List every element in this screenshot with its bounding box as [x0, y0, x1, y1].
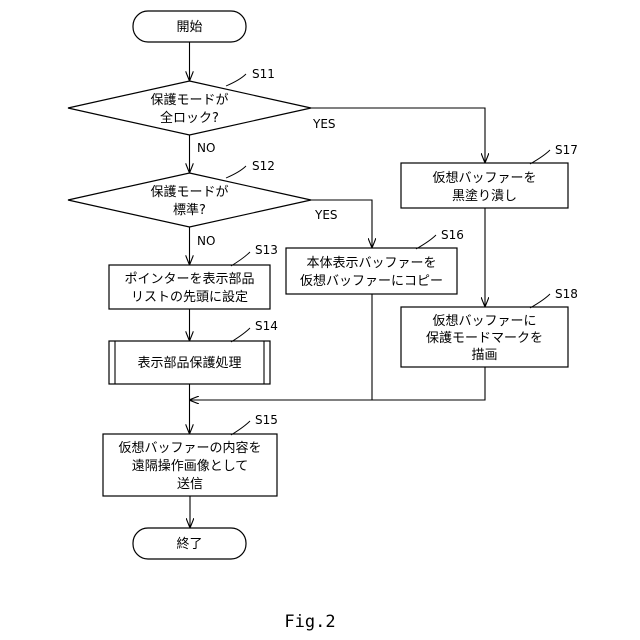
arrow-s11-yes-to-s17	[311, 108, 485, 162]
decision-s12: 保護モードが 標準?	[68, 173, 311, 227]
step-label-s18: S18	[555, 287, 578, 301]
step-label-s12: S12	[252, 159, 275, 173]
s11-no-label: NO	[197, 141, 215, 155]
s18-text-line1: 仮想バッファーに	[432, 313, 536, 329]
s17-leader-line	[530, 150, 550, 164]
decision-s11: 保護モードが 全ロック?	[68, 81, 311, 135]
s13-text-line2: リストの先頭に設定	[131, 289, 248, 305]
s16-text-line1: 本体表示バッファーを	[306, 256, 436, 271]
step-label-s16: S16	[441, 228, 464, 242]
s18-leader-line	[530, 294, 550, 308]
s14-leader-line	[231, 328, 250, 342]
s11-text-line2: 全ロック?	[160, 110, 219, 126]
s13-leader-line	[231, 252, 250, 266]
step-label-s11: S11	[252, 67, 275, 81]
s11-text-line1: 保護モードが	[150, 92, 228, 108]
process-s17: 仮想バッファーを 黒塗り潰し	[401, 163, 568, 208]
end-label: 終了	[176, 536, 202, 552]
s17-text-line1: 仮想バッファーを	[432, 170, 536, 186]
step-label-s15: S15	[255, 413, 278, 427]
start-terminal: 開始	[133, 11, 246, 42]
step-label-s17: S17	[555, 143, 578, 157]
start-label: 開始	[176, 20, 202, 35]
process-s13: ポインターを表示部品 リストの先頭に設定	[109, 265, 270, 309]
s11-yes-label: YES	[312, 117, 336, 131]
s15-text-line3: 送信	[177, 477, 203, 492]
process-s18: 仮想バッファーに 保護モードマークを 描画	[401, 307, 568, 367]
s15-text-line1: 仮想バッファーの内容を	[118, 440, 261, 456]
s12-no-label: NO	[197, 234, 215, 248]
process-s15: 仮想バッファーの内容を 遠隔操作画像として 送信	[103, 434, 277, 496]
end-terminal: 終了	[133, 528, 246, 559]
process-s16: 本体表示バッファーを 仮想バッファーにコピー	[286, 248, 457, 294]
s18-text-line2: 保護モードマークを	[426, 330, 543, 346]
s16-text-line2: 仮想バッファーにコピー	[300, 273, 443, 289]
s15-text-line2: 遠隔操作画像として	[132, 458, 249, 474]
s16-leader-line	[416, 235, 436, 249]
s12-leader-line	[226, 166, 246, 178]
s11-leader-line	[226, 74, 246, 86]
step-label-s14: S14	[255, 319, 278, 333]
predefined-process-s14: 表示部品保護処理	[109, 341, 270, 384]
s15-leader-line	[231, 421, 250, 435]
s18-text-line3: 描画	[471, 348, 497, 363]
s14-text: 表示部品保護処理	[137, 355, 241, 371]
s13-text-line1: ポインターを表示部品	[124, 272, 254, 287]
s12-text-line1: 保護モードが	[150, 184, 228, 200]
s17-text-line2: 黒塗り潰し	[452, 188, 517, 204]
s12-yes-label: YES	[314, 208, 338, 222]
step-label-s13: S13	[255, 243, 278, 257]
figure-caption: Fig.2	[284, 612, 335, 632]
s12-text-line2: 標準?	[173, 202, 206, 218]
